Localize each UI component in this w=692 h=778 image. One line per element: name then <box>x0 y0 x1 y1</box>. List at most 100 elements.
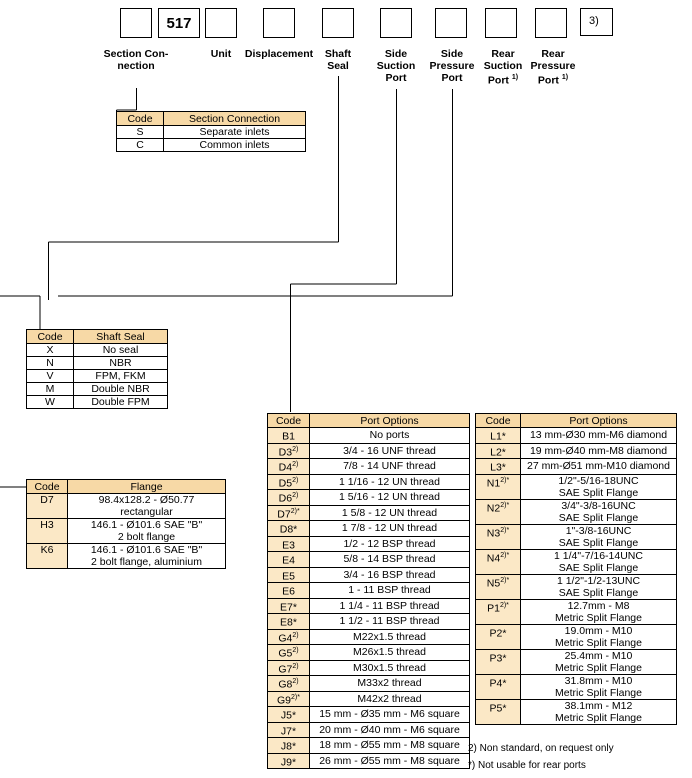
table-row: J7*20 mm - Ø40 mm - M6 square <box>267 721 470 738</box>
port-description: M33x2 thread <box>309 675 470 692</box>
code-box-rear-suction-port <box>485 8 517 38</box>
port-description: M26x1.5 thread <box>309 644 470 661</box>
table-row: L3*27 mm-Ø51 mm-M10 diamond <box>475 458 677 475</box>
table-header: Code <box>475 413 521 428</box>
port-code: G82) <box>267 675 310 692</box>
footnote-non-standard: 2) Non standard, on request only <box>468 743 614 754</box>
table-row: S Separate inlets <box>116 125 306 139</box>
table-header: Code <box>116 111 164 126</box>
port-code: D32) <box>267 442 310 459</box>
port-code: N32)* <box>475 523 521 550</box>
table-row: J5*15 mm - Ø35 mm - M6 square <box>267 706 470 723</box>
port-code: E6 <box>267 582 310 599</box>
port-code: L2* <box>475 442 521 459</box>
port-code: D52) <box>267 473 310 490</box>
port-description: 19 mm-Ø40 mm-M8 diamond <box>520 442 677 459</box>
code-box-displacement <box>263 8 295 38</box>
port-code: G72) <box>267 659 310 676</box>
code-box-side-suction-port <box>380 8 412 38</box>
port-description: 13 mm-Ø30 mm-M6 diamond <box>520 427 677 444</box>
table-row: D52)1 1/16 - 12 UN thread <box>267 473 470 490</box>
table-row: G72)M30x1.5 thread <box>267 659 470 676</box>
port-code: L3* <box>475 458 521 475</box>
port-description: 26 mm - Ø55 mm - M8 square <box>309 752 470 769</box>
code-box-section-connection <box>120 8 152 38</box>
port-code: E4 <box>267 551 310 568</box>
table-header: Code <box>267 413 310 428</box>
port-description: 1 1/2 - 11 BSP thread <box>309 613 470 630</box>
table-row: L2*19 mm-Ø40 mm-M8 diamond <box>475 442 677 459</box>
table-header: Shaft Seal <box>73 329 168 344</box>
port-code: E8* <box>267 613 310 630</box>
table-row: K6 146.1 - Ø101.6 SAE "B"2 bolt flange, … <box>26 543 226 569</box>
port-code: D8* <box>267 520 310 537</box>
port-description: M30x1.5 thread <box>309 659 470 676</box>
port-code: E5 <box>267 566 310 583</box>
table-row: D42)7/8 - 14 UNF thread <box>267 458 470 475</box>
label-displacement: Displacement <box>244 48 314 60</box>
port-code: B1 <box>267 427 310 444</box>
table-row: G82)M33x2 thread <box>267 675 470 692</box>
code-box-side-pressure-port <box>435 8 467 38</box>
port-description: 15 mm - Ø35 mm - M6 square <box>309 706 470 723</box>
table-header: Port Options <box>520 413 677 428</box>
port-description: 3/4 - 16 UNF thread <box>309 442 470 459</box>
table-header: Port Options <box>309 413 470 428</box>
port-code: P4* <box>475 673 521 700</box>
port-code: P2* <box>475 623 521 650</box>
footnote-not-usable-rear: *) Not usable for rear ports <box>468 760 586 771</box>
port-code: G92)* <box>267 690 310 707</box>
port-description: M42x2 thread <box>309 690 470 707</box>
port-description: 7/8 - 14 UNF thread <box>309 458 470 475</box>
table-header: Code <box>26 479 68 494</box>
port-description: 1 1/16 - 12 UN thread <box>309 473 470 490</box>
table-row: G42)M22x1.5 thread <box>267 628 470 645</box>
port-description: 3/4 - 16 BSP thread <box>309 566 470 583</box>
label-section-connection: Section Con-nection <box>103 48 169 72</box>
port-description: 18 mm - Ø55 mm - M8 square <box>309 737 470 754</box>
port-description: 1 7/8 - 12 UN thread <box>309 520 470 537</box>
port-code: D42) <box>267 458 310 475</box>
port-code: N12)* <box>475 473 521 500</box>
table-row: D62)1 5/16 - 12 UN thread <box>267 489 470 506</box>
port-description: 1 1/4 - 11 BSP thread <box>309 597 470 614</box>
table-row: J9*26 mm - Ø55 mm - M8 square <box>267 752 470 769</box>
table-header: Section Connection <box>163 111 306 126</box>
port-code: N52)* <box>475 573 521 600</box>
port-description: 1 5/8 - 12 UN thread <box>309 504 470 521</box>
table-row: E7*1 1/4 - 11 BSP thread <box>267 597 470 614</box>
section-connection-table: Code Section Connection S Separate inlet… <box>116 111 306 152</box>
port-code: L1* <box>475 427 521 444</box>
table-row: E8*1 1/2 - 11 BSP thread <box>267 613 470 630</box>
code-box-rear-pressure-port <box>535 8 567 38</box>
port-description: 1 - 11 BSP thread <box>309 582 470 599</box>
